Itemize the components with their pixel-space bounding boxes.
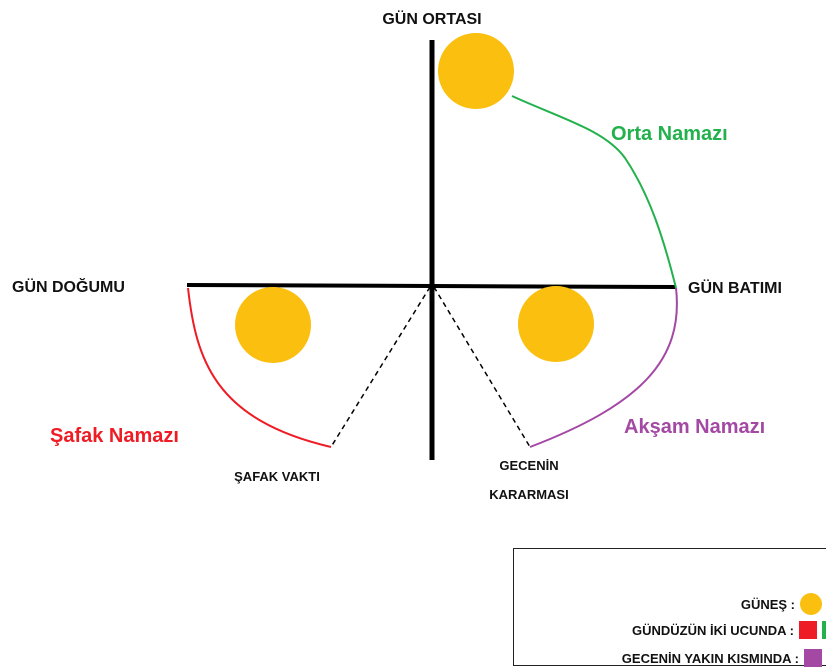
- label-aksam-namazi: Akşam Namazı: [624, 416, 765, 438]
- dawn-ray: [330, 286, 431, 448]
- legend-red-swatch: [799, 621, 817, 639]
- legend-sun-label: GÜNEŞ :: [740, 596, 795, 612]
- label-dawn: ŞAFAK VAKTI: [234, 469, 320, 484]
- horizontal-axis: [186, 283, 677, 289]
- legend-green-swatch: [822, 621, 826, 639]
- legend-box: GÜNEŞ : GÜNDÜZÜN İKİ UCUNDA : GECENİN YA…: [513, 548, 826, 667]
- safak-namazi-curve: [187, 287, 332, 448]
- label-dusk-line1: GECENİN: [499, 458, 558, 473]
- legend-sun-swatch: [800, 593, 822, 615]
- legend-day-ends-label: GÜNDÜZÜN İKİ UCUNDA :: [631, 622, 794, 638]
- sun-evening: [518, 286, 594, 362]
- label-dusk-line2: KARARMASI: [489, 487, 568, 502]
- legend-row-sun: GÜNEŞ :: [741, 593, 822, 615]
- legend-purple-swatch: [804, 649, 822, 667]
- legend-row-day-ends: GÜNDÜZÜN İKİ UCUNDA :: [632, 621, 826, 639]
- sun-morning: [235, 287, 311, 363]
- label-safak-namazi: Şafak Namazı: [50, 425, 179, 447]
- label-sunrise: GÜN DOĞUMU: [12, 277, 125, 296]
- label-orta-namazi: Orta Namazı: [611, 123, 728, 145]
- label-sunset: GÜN BATIMI: [688, 278, 782, 297]
- dusk-ray: [433, 286, 531, 448]
- aksam-namazi-curve: [529, 287, 678, 448]
- orta-namazi-curve: [511, 95, 677, 289]
- legend-night-near-label: GECENİN YAKIN KISMINDA :: [621, 650, 799, 666]
- label-noon: GÜN ORTASI: [382, 9, 481, 28]
- legend-row-night-near: GECENİN YAKIN KISMINDA :: [622, 649, 822, 667]
- sun-noon: [438, 33, 514, 109]
